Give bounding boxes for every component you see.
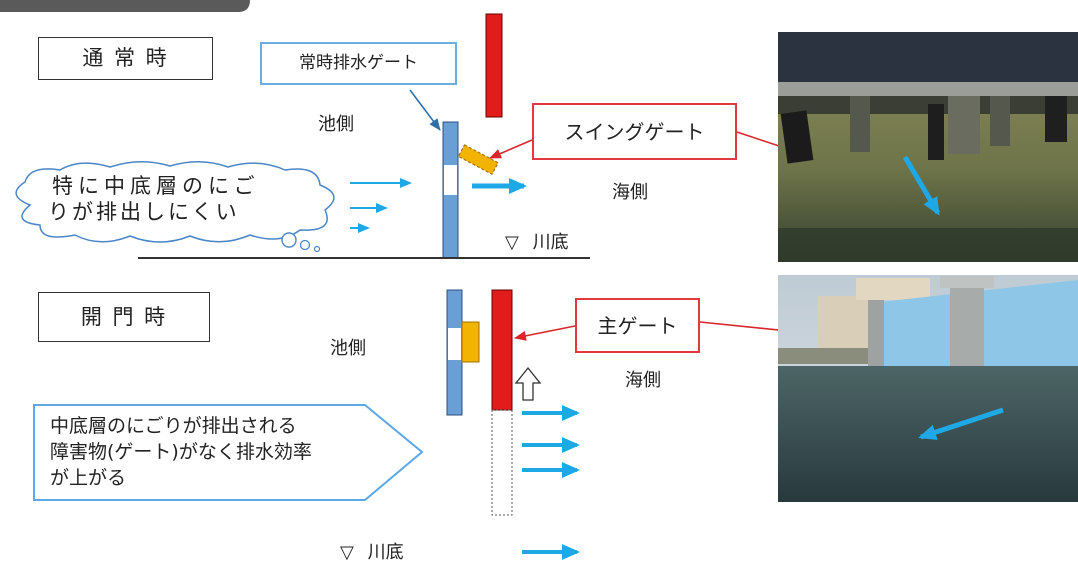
photo-pier-cap <box>940 276 994 288</box>
photo-pier-3 <box>990 96 1010 146</box>
photo-flow-arrow-bottom <box>918 407 1004 440</box>
pond-side-label-normal: 池側 <box>318 114 354 135</box>
photo-swing-gates <box>778 32 1078 262</box>
cloud-text-line-1: 特に中底層のにご <box>52 174 260 198</box>
cloud-text-line-2: りが排出しにくい <box>48 200 240 224</box>
normal-time-title: 通 常 時 <box>38 37 213 80</box>
riverbed-label-normal: ▽ 川底 <box>505 232 569 253</box>
photo-pier-2 <box>948 96 980 154</box>
main-gate-raised <box>485 13 503 118</box>
drain-gate-opening <box>444 165 457 195</box>
photo-pier-left <box>868 300 884 376</box>
swing-gate-label: スイングゲート <box>532 103 737 160</box>
sea-side-label-open: 海側 <box>625 370 661 391</box>
cloud-dot-large <box>281 232 297 248</box>
photo-gate-leaf-3 <box>1045 96 1067 142</box>
main-gate-label: 主ゲート <box>575 298 700 353</box>
photo-pier-1 <box>850 96 870 152</box>
swing-gate <box>457 144 499 176</box>
photo-bridge-beam <box>778 82 1078 96</box>
photo-wet-apron <box>778 228 1078 262</box>
photo-building-top <box>856 278 930 300</box>
drain-gate-window <box>448 328 461 360</box>
photo-shore <box>778 348 878 364</box>
photo-main-gate <box>778 275 1078 502</box>
callout-arrow-shape <box>33 404 424 501</box>
riverbed-label-open: ▽ 川底 <box>340 542 404 563</box>
callout-text-line-2: 障害物(ゲート)がなく排水効率 <box>50 441 312 463</box>
main-gate-lifted <box>491 289 513 411</box>
sea-side-label-normal: 海側 <box>612 182 648 203</box>
photo-bridge-deck <box>778 32 1078 82</box>
cloud-dot-medium <box>299 239 311 251</box>
lift-up-arrow <box>514 366 542 401</box>
main-gate-pointer <box>514 325 576 341</box>
cloud-dot-small <box>313 245 321 253</box>
photo-flow-arrow-top <box>902 155 941 216</box>
pond-side-label-open: 池側 <box>330 338 366 359</box>
callout-text-line-3: が上がる <box>50 467 127 489</box>
swing-gate-pointer <box>489 139 533 159</box>
drain-gate-label: 常時排水ゲート <box>260 42 457 85</box>
photo-gate-leaf-2 <box>928 104 944 160</box>
drain-gate-pointer <box>409 89 441 131</box>
callout-text-line-1: 中底層のにごりが排出される <box>50 415 297 437</box>
open-time-title: 開 門 時 <box>38 292 210 342</box>
main-gate-former-position <box>491 409 513 516</box>
header-tab <box>0 0 250 12</box>
swing-gate-stowed <box>461 321 480 363</box>
photo-gate-leaf-1 <box>780 110 814 164</box>
cloud-bubble <box>15 161 335 243</box>
